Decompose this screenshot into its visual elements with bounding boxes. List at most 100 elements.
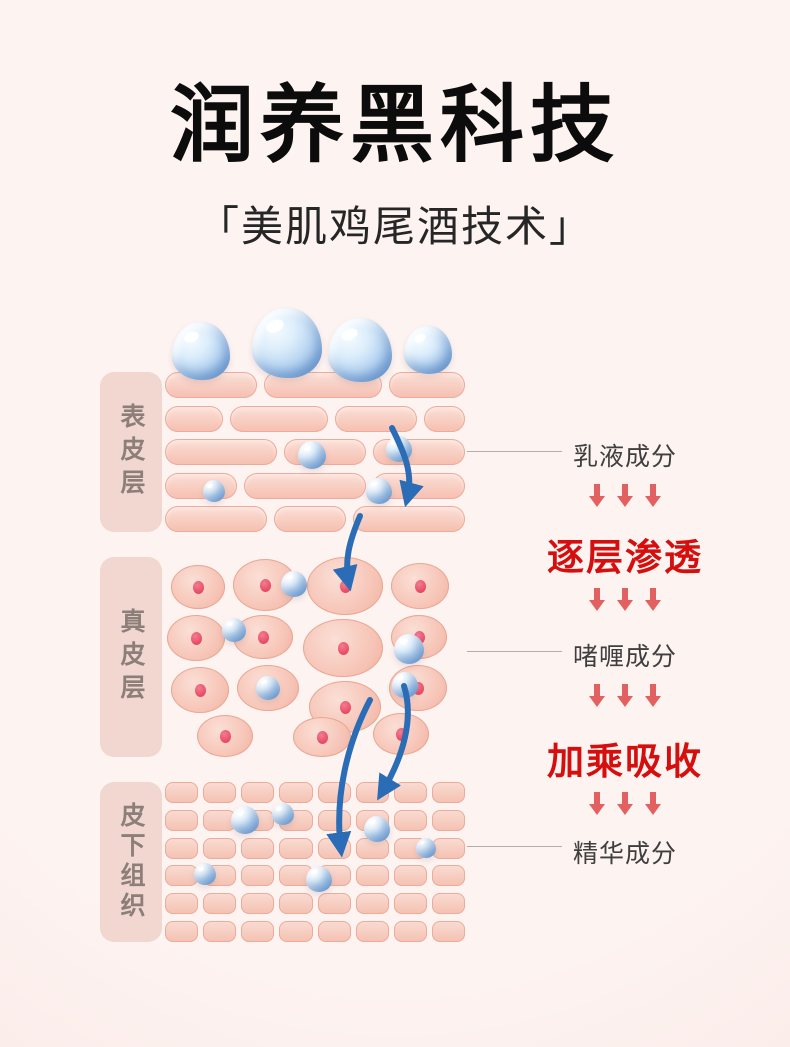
epidermis-cell — [353, 506, 465, 532]
epidermis-cells — [165, 372, 465, 532]
gel-component-label: 啫喱成分 — [572, 642, 677, 671]
epidermis-cell — [165, 405, 223, 432]
subcutis-cell — [165, 809, 199, 831]
subcutis-cell — [203, 782, 237, 803]
layer-label-epidermis: 表皮层 — [100, 372, 162, 532]
subcutis-cell — [279, 865, 313, 887]
epidermis-cell — [230, 405, 328, 432]
subcutis-cell — [431, 920, 465, 942]
penetrate-heading: 逐层渗透 — [547, 536, 703, 579]
page-subtitle: 「美肌鸡尾酒技术」 — [196, 202, 593, 251]
dermis-cell — [391, 563, 449, 609]
epidermis-cell-row — [165, 472, 465, 499]
down-arrow-icon — [645, 684, 661, 707]
subcutis-cell — [393, 782, 427, 803]
epidermis-cell — [424, 405, 465, 432]
down-arrow-icon — [645, 484, 661, 507]
subcutis-cell — [355, 865, 389, 887]
subcutis-cell — [317, 837, 351, 859]
epidermis-cell — [274, 506, 346, 532]
dermis-cell — [233, 559, 297, 611]
epidermis-cell — [373, 472, 465, 499]
subcutis-cell — [317, 809, 351, 831]
subcutis-cell — [203, 865, 237, 887]
subcutis-cell — [241, 837, 275, 859]
red-arrows-down-4 — [515, 792, 735, 815]
subcutis-cell — [279, 893, 313, 915]
epidermis-cell — [244, 472, 366, 499]
subcutis-cell — [431, 809, 465, 831]
water-droplet — [252, 308, 322, 378]
subcutis-cell — [165, 837, 199, 859]
subcutis-cell — [279, 782, 313, 803]
subcutis-cell — [355, 837, 389, 859]
dermis-cell — [171, 565, 225, 609]
dermis-cell — [303, 619, 383, 677]
subcutis-cell — [355, 920, 389, 942]
epidermis-cell — [373, 439, 465, 465]
subcutis-cell — [241, 920, 275, 942]
epidermis-cell — [264, 372, 382, 398]
epidermis-cell — [335, 405, 417, 432]
red-arrows-down-1 — [515, 484, 735, 507]
subcutis-cell — [393, 920, 427, 942]
dermis-cell — [233, 615, 293, 659]
down-arrow-icon — [645, 588, 661, 611]
epidermis-cell-row — [165, 506, 465, 532]
subcutis-cell — [203, 920, 237, 942]
subcutis-cell — [393, 837, 427, 859]
subcutis-cell — [279, 837, 313, 859]
layer-label-dermis: 真皮层 — [100, 557, 162, 757]
lotion-component-label: 乳液成分 — [572, 442, 677, 471]
epidermis-cell — [284, 439, 366, 465]
subcutis-cell — [393, 809, 427, 831]
absorb-heading: 加乘吸收 — [547, 740, 703, 783]
down-arrow-icon — [617, 684, 633, 707]
subcutis-cell — [317, 893, 351, 915]
epidermis-cell — [165, 506, 267, 532]
subcutis-cell — [165, 865, 199, 887]
subcutis-cell — [203, 837, 237, 859]
page-title: 润养黑科技 — [169, 76, 620, 174]
subcutis-cell — [279, 809, 313, 831]
connector-essence — [467, 846, 562, 847]
epidermis-cell — [165, 472, 237, 499]
subcutis-cell — [203, 893, 237, 915]
epidermis-cell — [389, 372, 465, 398]
dermis-cell — [293, 717, 351, 757]
layer-label-subcutis: 皮下组织 — [100, 782, 162, 942]
subcutis-cell — [317, 865, 351, 887]
epidermis-cell-row — [165, 372, 465, 398]
dermis-cell — [307, 557, 383, 615]
epidermis-cell-row — [165, 439, 465, 465]
down-arrow-icon — [589, 684, 605, 707]
dermis-cell — [389, 665, 447, 711]
connector-lotion — [467, 451, 562, 452]
subcutis-cell — [317, 782, 351, 803]
subcutis-cell — [431, 782, 465, 803]
subcutis-cell — [317, 920, 351, 942]
subcutis-cell — [393, 865, 427, 887]
down-arrow-icon — [617, 484, 633, 507]
down-arrow-icon — [589, 792, 605, 815]
subcutis-cell — [355, 893, 389, 915]
water-droplet — [404, 326, 452, 374]
subcutis-cells — [165, 782, 465, 942]
dermis-cell — [197, 715, 253, 757]
subcutis-cell — [203, 809, 237, 831]
essence-component-label: 精华成分 — [572, 839, 677, 868]
dermis-cells — [165, 557, 465, 757]
dermis-cell — [171, 667, 229, 713]
down-arrow-icon — [589, 588, 605, 611]
subcutis-cell — [241, 893, 275, 915]
subcutis-cell — [165, 782, 199, 803]
subcutis-cell — [165, 893, 199, 915]
connector-gel — [467, 651, 562, 652]
down-arrow-icon — [589, 484, 605, 507]
down-arrow-icon — [617, 792, 633, 815]
red-arrows-down-2 — [515, 588, 735, 611]
subcutis-cell — [241, 782, 275, 803]
dermis-cell — [373, 713, 429, 755]
subcutis-cell — [355, 782, 389, 803]
